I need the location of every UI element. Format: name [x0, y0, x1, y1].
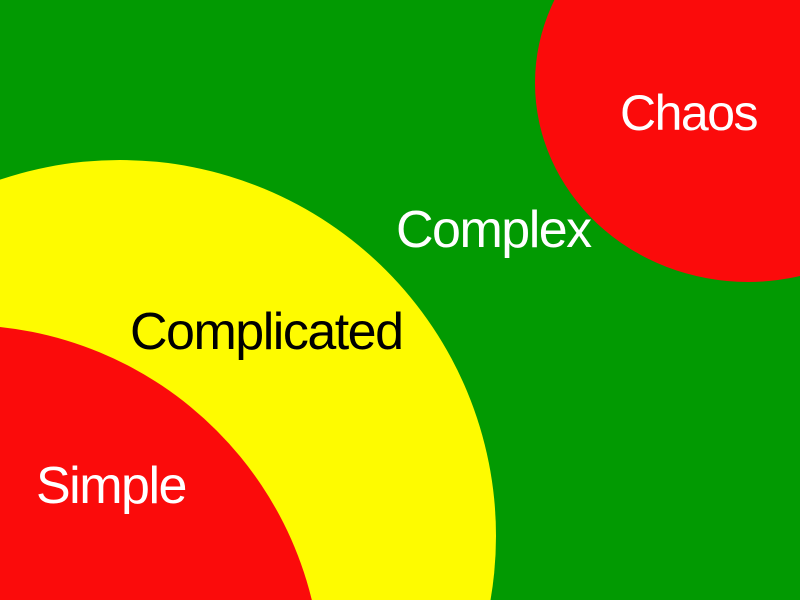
- complex-label: Complex: [396, 201, 592, 259]
- chaos-label: Chaos: [620, 85, 759, 141]
- simple-label: Simple: [36, 457, 187, 515]
- complicated-label: Complicated: [130, 303, 404, 361]
